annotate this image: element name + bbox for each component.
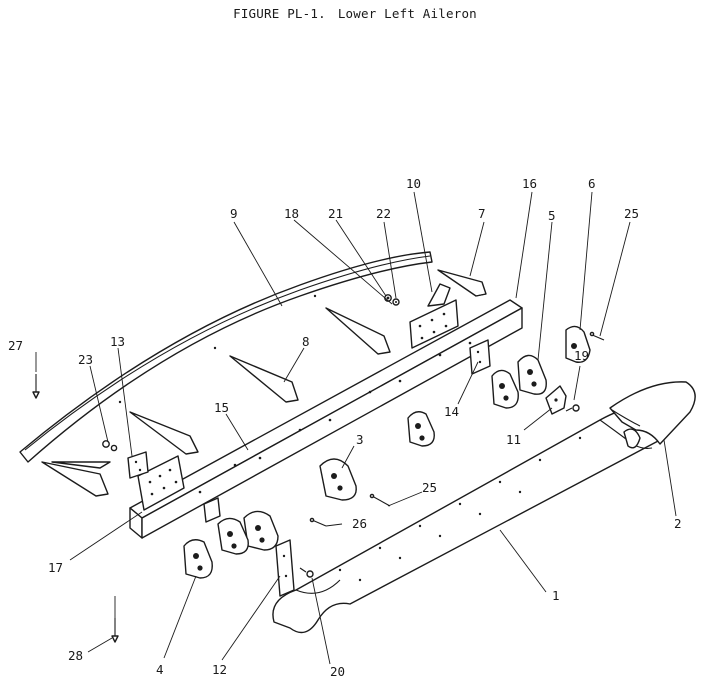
- callout-23: 23: [78, 352, 93, 367]
- callout-18: 18: [284, 206, 299, 221]
- nut-23: [102, 440, 118, 452]
- nose-rib-5a: [517, 354, 547, 395]
- callout-14: 14: [444, 404, 459, 419]
- trailing-edge-rib-root: [41, 461, 111, 497]
- callout-17: 17: [48, 560, 63, 575]
- callout-4: 4: [156, 662, 164, 677]
- trailing-edge-rib-8c: [129, 411, 199, 455]
- nose-rib-5b: [491, 369, 519, 409]
- trailing-edge-rib-8b: [229, 355, 299, 403]
- cotter-pin-25-upper: [589, 331, 605, 341]
- callout-6: 6: [588, 176, 596, 191]
- figure-caption: Lower Left Aileron: [337, 6, 477, 21]
- callout-13: 13: [110, 334, 125, 349]
- nut-22: [392, 298, 400, 306]
- callout-10: 10: [406, 176, 421, 191]
- bolt-19: [565, 404, 580, 412]
- outboard-end-skin: [609, 381, 696, 445]
- callout-15: 15: [214, 400, 229, 415]
- callout-5: 5: [548, 208, 556, 223]
- callout-2: 2: [674, 516, 682, 531]
- callout-22: 22: [376, 206, 391, 221]
- callout-1: 1: [552, 588, 560, 603]
- plate-12: [275, 539, 295, 597]
- trailing-edge-strip: [19, 251, 433, 463]
- callout-20: 20: [330, 664, 345, 679]
- callout-19: 19: [574, 348, 589, 363]
- callout-3: 3: [356, 432, 364, 447]
- leading-edge-skin: [272, 405, 668, 634]
- callout-16: 16: [522, 176, 537, 191]
- figure-title: FIGURE PL-1. Lower Left Aileron: [0, 6, 710, 21]
- callout-25-lower: 25: [422, 480, 437, 495]
- spar-doubler-plate: [137, 455, 185, 511]
- inboard-plate: [127, 451, 149, 479]
- leader-lines: [35, 191, 677, 665]
- cotter-pin-25-lower: [369, 493, 391, 507]
- nose-rib-inboard-a: [243, 510, 279, 551]
- callout-7: 7: [478, 206, 486, 221]
- cotter-pin-26: [309, 517, 327, 527]
- figure-number: FIGURE PL-1.: [233, 6, 326, 21]
- trailing-edge-rib-7: [437, 269, 487, 297]
- callout-25-upper: 25: [624, 206, 639, 221]
- rivet-28: [111, 618, 119, 643]
- hinge-fitting-11: [545, 385, 567, 415]
- nose-rib-6: [565, 325, 591, 363]
- center-hinge-doubler: [409, 283, 459, 349]
- rivet-27: [32, 374, 40, 399]
- nose-rib-center: [407, 411, 435, 447]
- nose-rib-3: [319, 458, 357, 501]
- callout-26: 26: [352, 516, 367, 531]
- nose-rib-inboard-b: [217, 517, 249, 555]
- callout-21: 21: [328, 206, 343, 221]
- outboard-spar-plate: [469, 339, 491, 375]
- callout-9: 9: [230, 206, 238, 221]
- bolt-20: [299, 567, 314, 578]
- nose-rib-4: [183, 539, 213, 579]
- callout-27: 27: [8, 338, 23, 353]
- callout-28: 28: [68, 648, 83, 663]
- front-spar: [129, 299, 523, 539]
- trailing-edge-rib-8a: [325, 307, 391, 355]
- root-plate: [203, 497, 221, 523]
- callout-8: 8: [302, 334, 310, 349]
- callout-12: 12: [212, 662, 227, 677]
- callout-11: 11: [506, 432, 521, 447]
